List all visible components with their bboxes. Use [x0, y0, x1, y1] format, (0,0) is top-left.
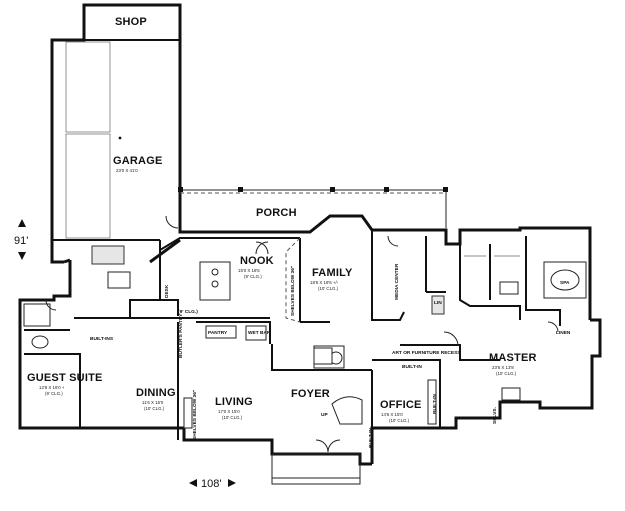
nook-ceiling: (9' CLG.) [244, 274, 262, 279]
media-center-note: MEDIA CENTER [394, 263, 400, 300]
shelves-note: SHLVS. [492, 407, 498, 424]
built-in-office-side-note: BUILT-IN [432, 394, 438, 414]
room-labels: SHOP GARAGE 23'0 X 41'0 PORCH NOOK 15'0 … [27, 16, 537, 423]
office-ceiling: (10' CLG.) [389, 418, 410, 423]
living-size: 17'0 X 15'0 [218, 409, 240, 414]
pantry-note: PANTRY [208, 330, 228, 336]
garage-wing [50, 3, 182, 264]
master-label: MASTER [489, 352, 537, 364]
depth-dimension: 91' [14, 235, 28, 247]
guest-suite-label: GUEST SUITE [27, 372, 103, 384]
arrow-right-icon [228, 479, 236, 487]
shelves-below-dining-note: SHELVES BELOW 36" [192, 390, 198, 440]
living-label: LIVING [215, 396, 253, 408]
arrow-down-icon [18, 252, 26, 260]
nook-size: 15'0 X 18'6 [238, 268, 260, 273]
arrow-left-icon [189, 479, 197, 487]
ceiling-9-note: (9' CLG.) [178, 309, 198, 315]
family-ceiling: (10' CLG.) [318, 286, 339, 291]
garage-size: 23'0 X 41'0 [116, 168, 138, 173]
dining-ceiling: (10' CLG.) [144, 406, 165, 411]
up-note: UP [321, 412, 328, 418]
dining-label: DINING [136, 387, 176, 399]
arrow-up-icon [18, 219, 26, 227]
foyer-label: FOYER [291, 388, 330, 400]
family-size: 18'6 X 18'6 +/- [310, 280, 339, 285]
built-in-office-note: BUILT-IN [402, 364, 422, 370]
porch-area [178, 187, 448, 228]
living-ceiling: (10' CLG.) [222, 415, 243, 420]
linen-note: LINEN [556, 330, 571, 336]
porch-label: PORCH [256, 207, 297, 219]
lin-note: LIN [434, 300, 442, 306]
shop-label: SHOP [115, 16, 147, 28]
shelves-below-note: SHELVES BELOW 36" [290, 266, 296, 316]
guest-suite-size: 12'8 X 16'0 + [39, 385, 65, 390]
office-label: OFFICE [380, 399, 422, 411]
art-niche-note: ART OR FURNITURE RECESS [392, 350, 461, 356]
nook-label: NOOK [240, 255, 274, 267]
dining-size: 11'6 X 15'0 [142, 400, 164, 405]
annotations: (9' CLG.) BUILT-INS BUTLER'S PANTRY PANT… [90, 263, 571, 448]
spa-note: SPA [560, 280, 570, 286]
built-in-foyer-note: BUILT-IN [368, 428, 374, 448]
guest-suite-ceiling: (9' CLG.) [45, 391, 63, 396]
garage-label: GARAGE [113, 155, 162, 167]
fixtures [23, 245, 587, 485]
built-ins-guest-note: BUILT-INS [90, 336, 114, 342]
width-dimension: 108' [201, 478, 221, 490]
butlers-pantry-note: BUTLER'S PANTRY [178, 313, 184, 358]
door-swings [45, 215, 559, 453]
overall-dimensions: 91' 108' [14, 219, 236, 490]
master-ceiling: (10' CLG.) [496, 371, 517, 376]
master-size: 23'6 X 13'8 [492, 365, 514, 370]
office-size: 14'6 X 15'0 [381, 412, 403, 417]
wet-bar-note: WET BAR [248, 330, 271, 336]
desk-note: DESK [164, 284, 170, 298]
family-label: FAMILY [312, 267, 353, 279]
